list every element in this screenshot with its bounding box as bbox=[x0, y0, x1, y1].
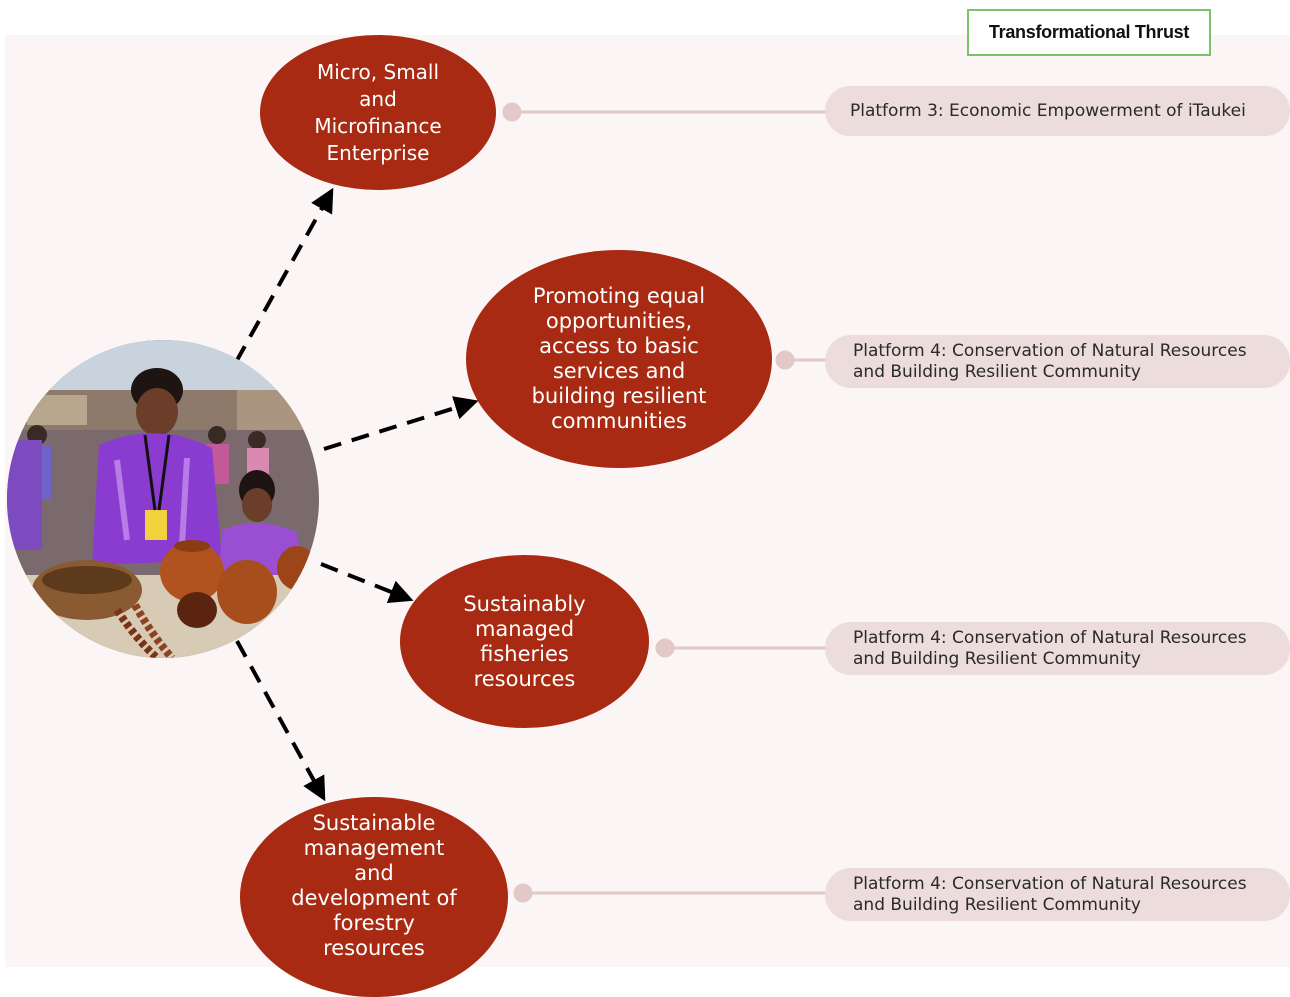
connector-layer bbox=[234, 102, 830, 903]
platform-label-4: Platform 4: Conservation of Natural Reso… bbox=[825, 868, 1290, 921]
connector-dot-1 bbox=[502, 102, 522, 122]
outcome-fisheries: Sustainably managed fisheries resources bbox=[400, 555, 649, 728]
connector-dot-2 bbox=[775, 350, 795, 370]
market-photo bbox=[7, 340, 319, 658]
connector-dot-4 bbox=[513, 883, 533, 903]
outcome-forestry: Sustainable management and development o… bbox=[240, 797, 508, 997]
arrow-to-forestry bbox=[235, 640, 326, 802]
arrow-to-equal-opportunities bbox=[323, 396, 479, 451]
connector-dot-3 bbox=[655, 638, 675, 658]
platform-label-2: Platform 4: Conservation of Natural Reso… bbox=[825, 335, 1290, 388]
arrow-to-fisheries bbox=[320, 562, 414, 604]
platform-label-1: Platform 3: Economic Empowerment of iTau… bbox=[825, 86, 1290, 136]
transformational-thrust-header: Transformational Thrust bbox=[967, 9, 1211, 56]
platform-connectors bbox=[502, 102, 830, 903]
arrow-to-micro-enterprise bbox=[234, 187, 334, 363]
outcome-micro-enterprise: Micro, Small and Microfinance Enterprise bbox=[260, 35, 496, 190]
outcome-equal-opportunities: Promoting equal opportunities, access to… bbox=[466, 250, 772, 468]
platform-label-3: Platform 4: Conservation of Natural Reso… bbox=[825, 622, 1290, 675]
